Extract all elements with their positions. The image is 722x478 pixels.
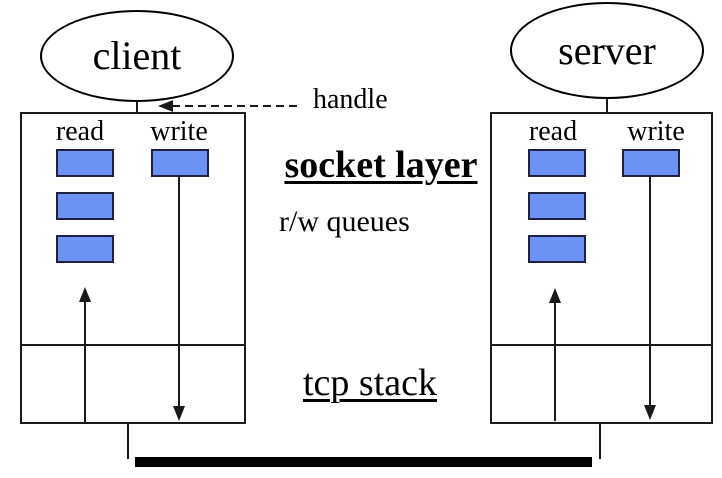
network-wire [135, 457, 592, 467]
queue-item [56, 235, 114, 263]
server-write-queue [622, 149, 680, 177]
tcp-stack-heading: tcp stack [302, 362, 437, 404]
handle-arrow [158, 100, 301, 112]
client-socket-tcp-divider [22, 344, 244, 346]
rw-queues-label: r/w queues [279, 205, 410, 238]
queue-item [622, 149, 680, 177]
server-write-label: write [627, 116, 685, 147]
server-read-label: read [528, 116, 578, 147]
queue-item [528, 235, 586, 263]
client-read-queue [56, 149, 114, 263]
server-node: server [510, 2, 704, 99]
client-stack-box [20, 112, 246, 424]
client-write-label: write [150, 116, 208, 147]
client-node: client [40, 10, 234, 102]
handle-label: handle [313, 84, 388, 115]
server-stack-box [490, 112, 713, 424]
queue-item [56, 149, 114, 177]
client-read-label: read [55, 116, 105, 147]
server-read-queue [528, 149, 586, 263]
socket-layer-heading: socket layer [284, 144, 478, 186]
client-write-queue [151, 149, 209, 177]
queue-item [56, 192, 114, 220]
client-node-label: client [92, 33, 182, 78]
queue-item [528, 192, 586, 220]
server-node-label: server [558, 27, 656, 73]
queue-item [151, 149, 209, 177]
queue-item [528, 149, 586, 177]
server-socket-tcp-divider [492, 344, 711, 346]
